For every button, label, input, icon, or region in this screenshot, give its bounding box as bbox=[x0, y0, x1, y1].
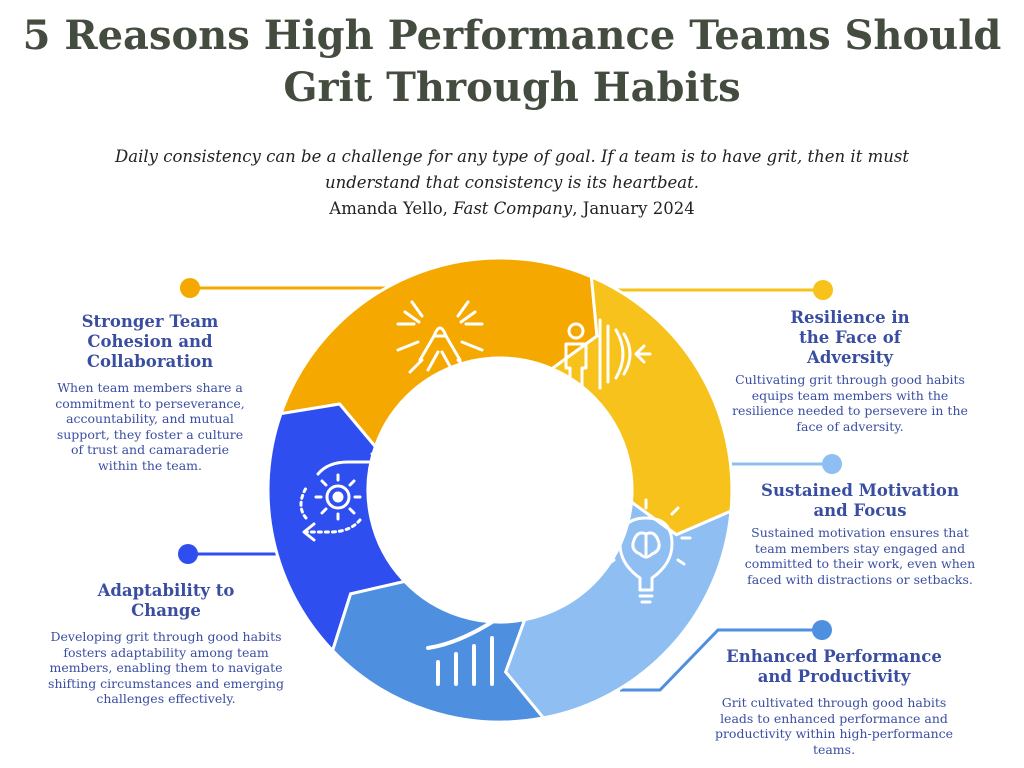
gear-cycle-icon bbox=[299, 452, 384, 542]
reason-resilience-body: Cultivating grit through good habits equ… bbox=[732, 372, 968, 434]
connector-dot-adaptability bbox=[178, 544, 198, 564]
reason-cohesion-heading: Stronger Team Cohesion and Collaboration bbox=[81, 312, 219, 371]
quote-publication: Fast Company bbox=[453, 199, 573, 218]
quote-block: Daily consistency can be a challenge for… bbox=[60, 144, 964, 222]
quote-date: , January 2024 bbox=[572, 199, 695, 218]
quote-author: Amanda Yello, bbox=[329, 199, 454, 218]
person-shield-icon bbox=[564, 318, 652, 390]
reason-cohesion: Stronger Team Cohesion and Collaboration… bbox=[30, 312, 270, 473]
title-line-1: 5 Reasons High Performance Teams Should bbox=[22, 12, 1002, 59]
cycle-segments bbox=[266, 256, 734, 724]
reason-motivation-heading: Sustained Motivation and Focus bbox=[761, 481, 959, 520]
segment-performance bbox=[330, 579, 547, 724]
connector-dot-performance bbox=[812, 620, 832, 640]
lightbulb-brain-icon bbox=[600, 498, 692, 604]
hands-together-icon bbox=[396, 300, 484, 374]
segment-motivation bbox=[503, 499, 733, 720]
quote-text-line-1: Daily consistency can be a challenge for… bbox=[115, 147, 909, 166]
connector-dot-motivation bbox=[822, 454, 842, 474]
reason-performance-heading: Enhanced Performance and Productivity bbox=[726, 647, 942, 686]
connector-lines bbox=[178, 278, 842, 692]
connector-dot-resilience bbox=[813, 280, 833, 300]
reason-performance: Enhanced Performance and Productivity Gr… bbox=[714, 647, 954, 757]
title-line-2: Grit Through Habits bbox=[283, 64, 741, 111]
reason-adaptability-body: Developing grit through good habits fost… bbox=[48, 629, 284, 706]
connector-dot-cohesion bbox=[180, 278, 200, 298]
growth-chart-icon bbox=[426, 598, 523, 686]
reason-motivation-body: Sustained motivation ensures that team m… bbox=[744, 525, 976, 587]
segment-resilience bbox=[548, 274, 734, 537]
reason-resilience: Resilience in the Face of Adversity Cult… bbox=[728, 308, 972, 434]
page-title: 5 Reasons High Performance Teams Should … bbox=[0, 10, 1024, 114]
reason-resilience-heading: Resilience in the Face of Adversity bbox=[790, 308, 910, 367]
reason-performance-body: Grit cultivated through good habits lead… bbox=[714, 695, 954, 757]
reason-adaptability-heading: Adaptability to Change bbox=[97, 581, 235, 620]
reason-motivation: Sustained Motivation and Focus Sustained… bbox=[744, 481, 976, 587]
reason-cohesion-body: When team members share a commitment to … bbox=[55, 380, 245, 473]
quote-source: Amanda Yello, Fast Company, January 2024 bbox=[60, 196, 964, 222]
connector-performance bbox=[620, 628, 822, 692]
quote-text-line-2: understand that consistency is its heart… bbox=[324, 173, 700, 192]
reason-adaptability: Adaptability to Change Developing grit t… bbox=[40, 581, 292, 707]
